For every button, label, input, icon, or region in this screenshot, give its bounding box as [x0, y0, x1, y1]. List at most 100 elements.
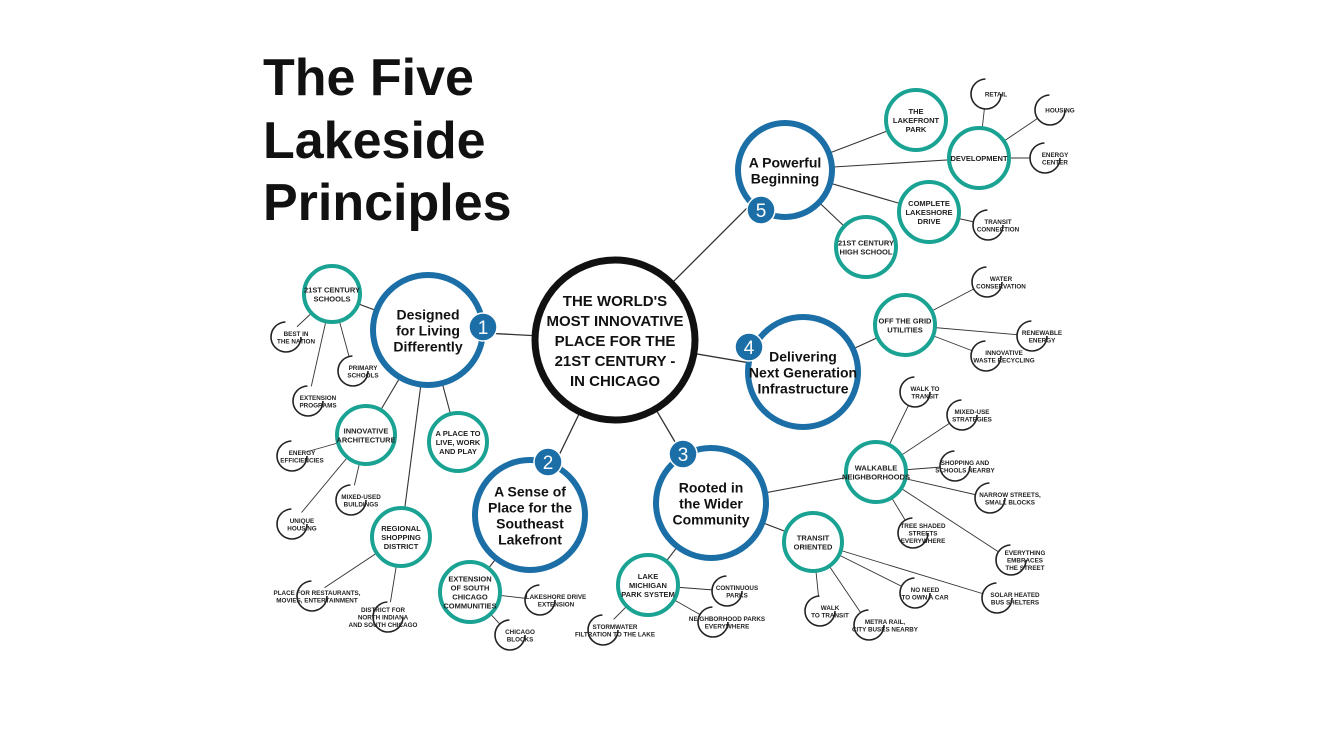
node-label-line: BUS SHELTERS	[991, 599, 1039, 606]
badge-circle	[533, 447, 563, 477]
topic-circle	[616, 553, 680, 617]
node-label-line: CONSERVATION	[976, 283, 1026, 290]
node-label-line: CHICAGO	[505, 629, 535, 636]
node-label-line: for Living	[396, 323, 460, 339]
badge-circle	[746, 195, 776, 225]
node-label-line: NEIGHBORHOOD PARKS	[689, 616, 765, 623]
node-label-line: CHICAGO	[452, 593, 488, 602]
principle-number-badge: 1	[468, 312, 498, 342]
leaf-circle	[372, 601, 404, 633]
principle-number-badge: 4	[734, 332, 764, 362]
node-label-line: DEVELOPMENT	[950, 154, 1008, 163]
node-label-line: SCHOOLS NEARBY	[935, 467, 995, 474]
leaf-circle	[897, 517, 929, 549]
node-label-line: PARKS	[726, 592, 748, 599]
center-label-line: THE WORLD'S	[563, 293, 667, 310]
topic-circle	[897, 180, 961, 244]
node-label-line: 21ST CENTURY	[304, 286, 360, 295]
leaf-circle	[524, 584, 556, 616]
title-line: The Five	[263, 49, 474, 107]
center-label-line: IN CHICAGO	[570, 373, 660, 390]
topic-circle	[884, 88, 948, 152]
node-label-line: STRATEGIES	[952, 416, 992, 423]
center-label-line: 21ST CENTURY -	[555, 353, 676, 370]
node-label-line: HOUSING	[287, 525, 316, 532]
node-label-line: LAKEFRONT	[893, 116, 940, 125]
node-label-line: BEST IN	[284, 331, 309, 338]
node-label-line: Next Generation	[749, 365, 857, 381]
node-label-line: LAKESHORE	[905, 208, 952, 217]
node-label-line: CITY BUSES NEARBY	[852, 626, 919, 633]
node-label-line: EVERYTHING	[1005, 550, 1046, 557]
node-label-line: A Sense of	[494, 484, 566, 500]
leaf-circle	[711, 575, 743, 607]
node-label-line: PLACE FOR RESTAURANTS,	[274, 590, 361, 597]
node-label-line: INNOVATIVE	[344, 427, 389, 436]
leaf-circle	[1029, 142, 1061, 174]
node-label-line: OF SOUTH	[451, 584, 490, 593]
node-label-line: SOLAR HEATED	[990, 592, 1040, 599]
node-label-line: METRA RAIL,	[865, 619, 906, 626]
node-label-line: Differently	[393, 339, 462, 355]
node-label-line: EVERYWHERE	[901, 538, 946, 545]
badge-number: 3	[678, 445, 689, 466]
principle-circle	[472, 457, 588, 573]
node-label-line: OFF THE GRID	[879, 317, 932, 326]
node-label-line: NO NEED	[911, 587, 940, 594]
topic-circle	[873, 293, 937, 357]
node-label-line: THE NATION	[277, 338, 315, 345]
node-label-line: Community	[673, 512, 750, 528]
topic-circle	[438, 560, 502, 624]
principle-circle	[745, 314, 861, 430]
badge-number: 4	[744, 338, 755, 359]
node-label-line: EFFICIENCIES	[280, 457, 323, 464]
node-label-line: MIXED-USED	[341, 494, 381, 501]
node-label-line: MOVIES, ENTERTAINMENT	[276, 597, 358, 604]
leaf-node: NARROW STREETS,SMALL BLOCKS	[974, 482, 1041, 514]
node-label-line: A Powerful	[749, 155, 822, 171]
node-label-line: TRANSIT	[984, 219, 1011, 226]
node-label-line: CONNECTION	[977, 226, 1020, 233]
node-label-line: SCHOOLS	[347, 372, 378, 379]
leaf-circle	[296, 580, 328, 612]
node-label-line: SHOPPING AND	[941, 460, 990, 467]
node-label-line: EMBRACES	[1007, 558, 1043, 565]
node-label-line: WATER	[990, 276, 1013, 283]
topic-circle	[302, 264, 362, 324]
leaf-node: RETAIL	[970, 78, 1007, 110]
node-label-line: COMPLETE	[908, 199, 950, 208]
badge-number: 2	[543, 453, 554, 474]
node-label-line: WALK TO	[911, 386, 940, 393]
node-label-line: WALK	[821, 605, 840, 612]
node-label-line: MICHIGAN	[629, 581, 667, 590]
leaf-circle	[972, 209, 1004, 241]
leaf-circle	[946, 399, 978, 431]
leaf-node: METRA RAIL,CITY BUSES NEARBY	[852, 609, 919, 641]
node-label-line: THE	[909, 107, 924, 116]
node-label-line: EVERYWHERE	[705, 623, 750, 630]
node-label-line: FILTRATION TO THE LAKE	[575, 631, 655, 638]
node-label-line: CONTINUOUS	[716, 585, 758, 592]
node-label-line: RETAIL	[985, 92, 1007, 99]
leaf-circle	[494, 619, 526, 651]
node-label-line: Rooted in	[679, 480, 744, 496]
connector-line	[812, 541, 998, 599]
node-label-line: PARK	[906, 125, 927, 134]
node-label-line: LIVE, WORK	[436, 438, 481, 447]
